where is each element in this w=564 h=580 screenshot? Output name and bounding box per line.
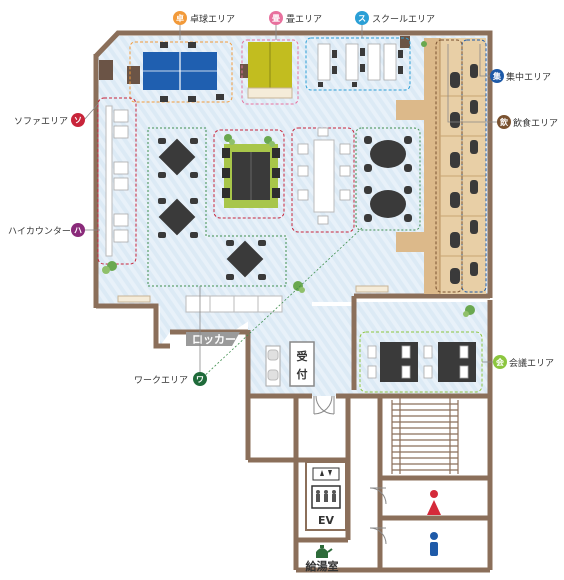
svg-text:会議エリア: 会議エリア [509,357,554,369]
svg-text:ハイカウンター: ハイカウンター [8,226,71,237]
focus-badge-icon [490,69,504,83]
work-table [158,138,198,178]
dining-badge-icon [497,115,511,129]
svg-text:ハ: ハ [74,226,82,235]
legend-school: ス スクールエリア [355,11,435,25]
svg-text:ソ: ソ [74,116,82,125]
meeting-badge-icon [493,355,507,369]
svg-text:飲食エリア: 飲食エリア [513,117,558,129]
elevator: EV [305,461,347,531]
legend-tatami: 畳 畳エリア [269,11,322,25]
svg-text:会: 会 [496,357,504,367]
locker-area: ロッカー [185,295,283,346]
svg-text:集中エリア: 集中エリア [506,71,551,83]
svg-text:畳: 畳 [272,13,280,23]
kitchen: 給湯室 [306,545,339,573]
counter-badge-icon [71,223,85,237]
leader-lines [83,24,498,381]
focus-chairs [470,64,478,276]
main-floor [96,36,488,346]
legend-inshoku: 飲 飲食エリア [497,115,558,129]
reception-label-2: 付 [297,367,308,381]
focus-area-outline [461,39,487,293]
school-area [305,37,411,91]
vents [117,285,389,303]
round-table-area [355,127,421,231]
work-badge-icon [193,372,207,386]
legend-high: ハイカウンター ハ [8,223,85,237]
reception-label-1: 受 [297,349,308,363]
svg-text:ワークエリア: ワークエリア [134,375,188,386]
pillar-top-left [99,60,113,80]
svg-text:飲: 飲 [499,117,509,127]
pillar-sofa [127,66,140,84]
restroom-doors [369,487,387,545]
pingpong-area [129,41,233,103]
tatami-area [241,39,299,105]
svg-text:集: 集 [492,71,502,81]
legend-sofa: ソファエリア ソ [14,113,85,127]
dining-chairs [450,72,460,284]
reception: 受 付 [265,341,315,387]
svg-text:スクールエリア: スクールエリア [372,14,435,25]
low-table-area [213,129,285,219]
dining-area-outline [435,39,463,293]
svg-text:畳エリア: 畳エリア [286,14,322,25]
legend-kaigi: 会 会議エリア [493,355,554,369]
long-table-area [291,127,355,233]
svg-text:ソファエリア: ソファエリア [14,117,68,127]
ev-label: EV [318,514,335,527]
kitchen-label: 給湯室 [306,559,339,573]
legend-shuchu: 集 集中エリア [490,69,551,83]
legend-takkyu: 卓 卓球エリア [173,11,235,25]
work-table [158,198,198,238]
svg-text:卓球エリア: 卓球エリア [190,13,235,25]
svg-text:ス: ス [358,14,366,23]
stairs [391,398,459,474]
sofa-area [97,97,137,265]
work-area [147,127,287,287]
svg-text:卓: 卓 [176,13,184,23]
pillar-school [400,36,410,48]
female-restroom-icon [427,490,441,515]
sofa-badge-icon [71,113,85,127]
svg-text:ワ: ワ [196,375,204,384]
school-badge-icon [355,11,369,25]
kettle-icon [316,545,333,558]
tatami-badge-icon [269,11,283,25]
legend-work: ワークエリア ワ [134,372,207,386]
male-restroom-icon [430,532,438,556]
pingpong-badge-icon [173,11,187,25]
plant-icon [102,41,475,317]
entrance-door[interactable] [313,395,335,415]
locker-label: ロッカー [192,333,236,346]
work-table [226,240,266,280]
meeting-area [359,331,483,393]
